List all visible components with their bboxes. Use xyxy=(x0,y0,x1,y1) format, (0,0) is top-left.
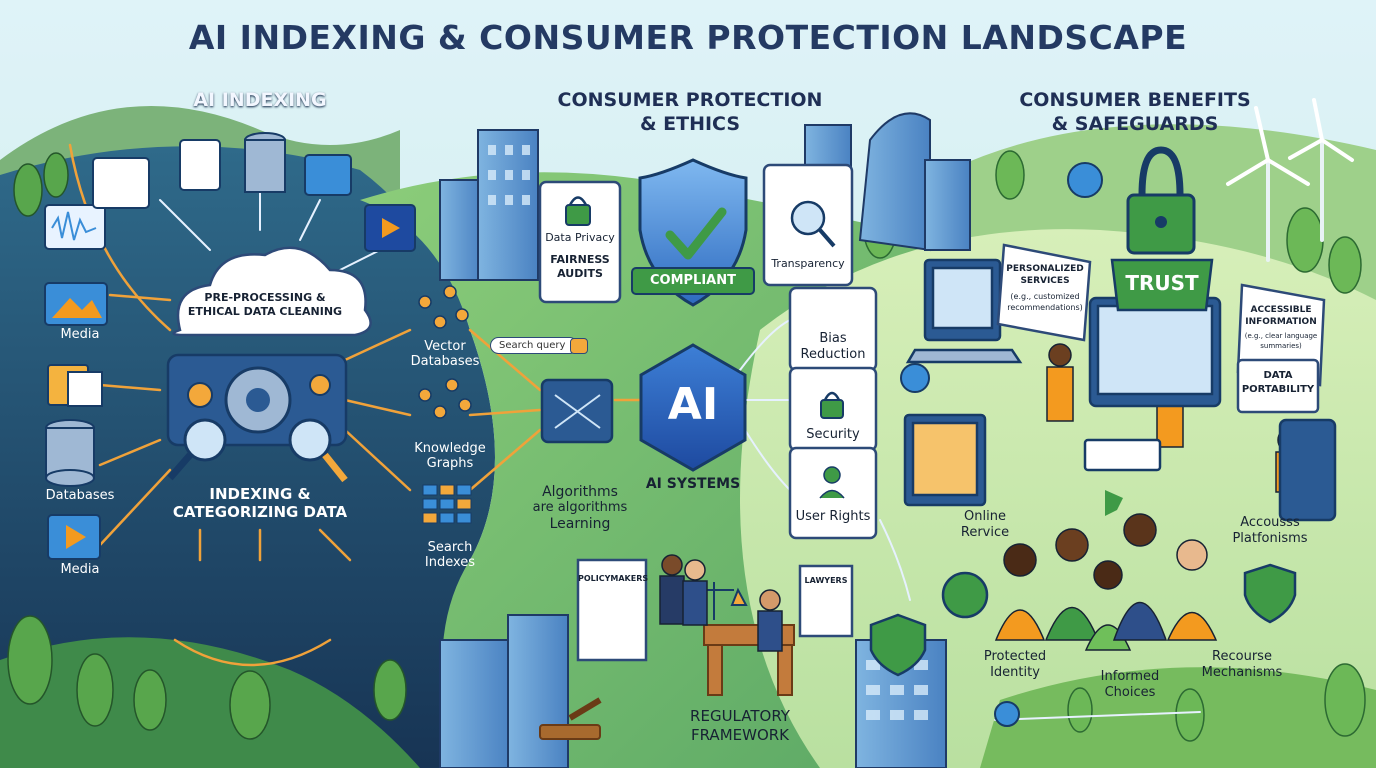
privacy-card xyxy=(538,180,622,304)
ai-systems-label: AI SYSTEMS xyxy=(645,476,741,492)
protected-identity-label-line1: Protected xyxy=(983,649,1047,664)
search-query-input[interactable]: Search query xyxy=(490,337,578,354)
vector-db-label-line1: Vector xyxy=(424,339,466,354)
page-title: AI INDEXING & CONSUMER PROTECTION LANDSC… xyxy=(188,18,1188,57)
knowledge-graph-label-line2: Graphs xyxy=(426,456,474,471)
portability-label-line1: DATA xyxy=(1263,370,1293,381)
devices xyxy=(903,258,1337,522)
personalized-label-line1: PERSONALIZED xyxy=(1006,264,1084,274)
regulatory-label-line2: FRAMEWORK xyxy=(690,726,790,744)
thumbs-up-icon xyxy=(900,162,1103,727)
folder-icon xyxy=(47,364,103,407)
indexing-label-line2: CATEGORIZING DATA xyxy=(172,503,348,521)
source-label-media-1: Media xyxy=(60,327,100,342)
regulatory-label-line1: REGULATORY xyxy=(690,707,790,725)
flow-arrows xyxy=(68,143,642,667)
preprocess-label-line2: ETHICAL DATA CLEANING xyxy=(187,305,343,318)
fairness-label-line2: AUDITS xyxy=(557,267,603,280)
section-benefits-line1: CONSUMER BENEFITS xyxy=(1019,89,1251,111)
personalized-label-line2: SERVICES xyxy=(1020,276,1070,286)
database-icon xyxy=(45,419,95,487)
accessible-label-line3: (e.g., clear language xyxy=(1244,332,1318,340)
ai-badge-label: AI xyxy=(667,379,719,430)
side-card-icons xyxy=(819,391,845,499)
transparency-label: Transparency xyxy=(771,257,845,270)
section-benefits-line2: & SAFEGUARDS xyxy=(1051,113,1219,135)
trust-banner xyxy=(1110,258,1214,312)
algorithm-chip-icon xyxy=(540,378,614,444)
top-source-icons xyxy=(92,132,416,252)
accessible-label-line2: INFORMATION xyxy=(1245,317,1317,327)
shield-badges xyxy=(869,490,1297,677)
play-icon xyxy=(47,514,101,560)
protected-identity-label-line2: Identity xyxy=(990,665,1040,680)
algorithms-label-line1: Algorithms xyxy=(542,484,618,500)
algorithms-label-line2: are algorithms xyxy=(532,500,628,515)
fairness-label-line1: FAIRNESS xyxy=(550,253,610,266)
recourse-label-line2: Mechanisms xyxy=(1201,665,1283,680)
transparency-card xyxy=(762,163,854,287)
lawyers-board xyxy=(798,564,854,638)
recourse-label-line1: Recourse xyxy=(1212,649,1272,664)
online-service-label-line2: Rervice xyxy=(960,525,1010,540)
trust-label: TRUST xyxy=(1125,271,1199,295)
crowd xyxy=(994,513,1218,651)
policymakers-label: POLICYMAKERS xyxy=(578,574,649,583)
bias-label-line2: Reduction xyxy=(800,347,866,362)
informed-choices-label-line2: Choices xyxy=(1104,685,1156,700)
section-protection-line2: & ETHICS xyxy=(639,113,741,135)
indexing-label-line1: INDEXING & xyxy=(209,485,311,503)
accessible-label-line1: ACCESSIBLE xyxy=(1250,305,1312,315)
privacy-label: Data Privacy xyxy=(545,231,615,244)
policymakers-board xyxy=(576,558,648,662)
online-service-label-line1: Online xyxy=(964,509,1006,524)
shield-check-icon xyxy=(631,158,755,307)
trust-padlock-icon xyxy=(1126,146,1196,255)
audio-card-icon xyxy=(44,204,106,250)
lawyers-label: LAWYERS xyxy=(804,576,848,585)
search-icon[interactable] xyxy=(570,338,588,354)
preprocess-label-line1: PRE-PROCESSING & xyxy=(204,291,326,304)
cloud-icon xyxy=(172,246,372,337)
trees-left xyxy=(7,152,407,740)
search-index-label-line2: Indexes xyxy=(424,555,476,570)
search-index-label-line1: Search xyxy=(427,540,473,555)
personalized-label-line4: recommendations) xyxy=(1007,303,1083,312)
network-nodes xyxy=(418,285,472,419)
access-platforms-label-line2: Platfonisms xyxy=(1232,531,1308,546)
portability-label-line2: PORTABILITY xyxy=(1241,384,1315,395)
padlock-icon xyxy=(565,196,591,226)
wind-turbine-icon xyxy=(1226,98,1354,262)
building-windows xyxy=(488,145,928,720)
personalized-label-line3: (e.g., customized xyxy=(1010,292,1080,301)
media-icon-top xyxy=(44,282,108,326)
source-label-media-2: Media xyxy=(60,562,100,577)
section-ai-indexing: AI INDEXING xyxy=(193,89,327,111)
vector-db-label-line2: Databases xyxy=(410,354,480,369)
algorithms-label-line3: Learning xyxy=(549,516,611,532)
security-label: Security xyxy=(806,427,860,442)
bias-label-line1: Bias xyxy=(819,331,847,346)
search-index-grid xyxy=(422,484,472,524)
access-platforms-label-line1: Accousss xyxy=(1240,515,1300,530)
user-rights-label: User Rights xyxy=(795,509,871,524)
accessible-label-line4: summaries) xyxy=(1260,342,1302,350)
section-protection-line1: CONSUMER PROTECTION xyxy=(557,89,823,111)
benefit-cards xyxy=(996,243,1326,414)
compliant-badge: COMPLIANT xyxy=(650,273,736,288)
ai-hexagon-icon xyxy=(639,343,747,472)
informed-choices-label-line1: Informed xyxy=(1100,669,1160,684)
gavel-icon xyxy=(539,697,602,740)
source-label-databases: Databases xyxy=(45,488,115,503)
magnifier-icon xyxy=(167,418,348,483)
knowledge-graph-label-line1: Knowledge xyxy=(414,441,486,456)
